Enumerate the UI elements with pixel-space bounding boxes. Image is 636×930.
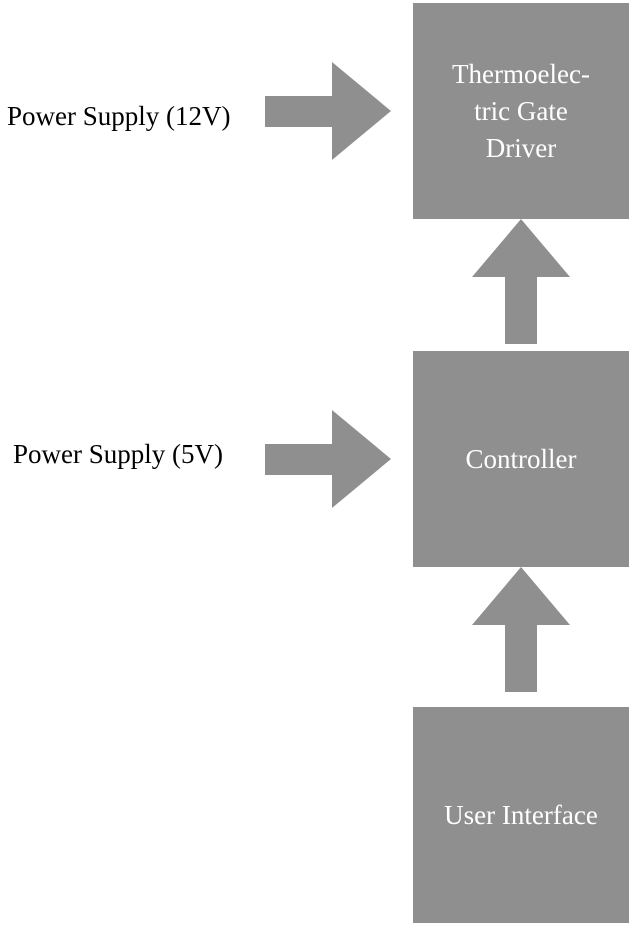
arrow-5v-to-controller-icon — [265, 410, 391, 508]
user-interface-block: User Interface — [413, 707, 629, 923]
controller-block: Controller — [413, 351, 629, 567]
thermoelectric-gate-driver-block: Thermoelec- tric Gate Driver — [413, 3, 629, 219]
arrow-controller-to-driver-shape — [472, 219, 570, 344]
driver-label-line-3: Driver — [485, 132, 557, 163]
arrow-12v-to-driver-icon — [265, 62, 391, 160]
arrow-ui-to-controller-icon — [472, 567, 570, 692]
arrow-ui-to-controller-shape — [472, 567, 570, 692]
controller-label: Controller — [465, 443, 577, 474]
driver-label-line-2: tric Gate — [474, 95, 568, 126]
power-supply-5v-label: Power Supply (5V) — [13, 439, 223, 469]
power-supply-12v-label: Power Supply (12V) — [7, 101, 231, 131]
arrow-controller-to-driver-icon — [472, 219, 570, 344]
arrow-5v-shape — [265, 410, 391, 508]
arrow-12v-shape — [265, 62, 391, 160]
user-interface-label: User Interface — [444, 799, 598, 830]
thermoelectric-gate-driver-label: Thermoelec- tric Gate Driver — [452, 56, 590, 167]
driver-label-line-1: Thermoelec- — [452, 58, 590, 89]
